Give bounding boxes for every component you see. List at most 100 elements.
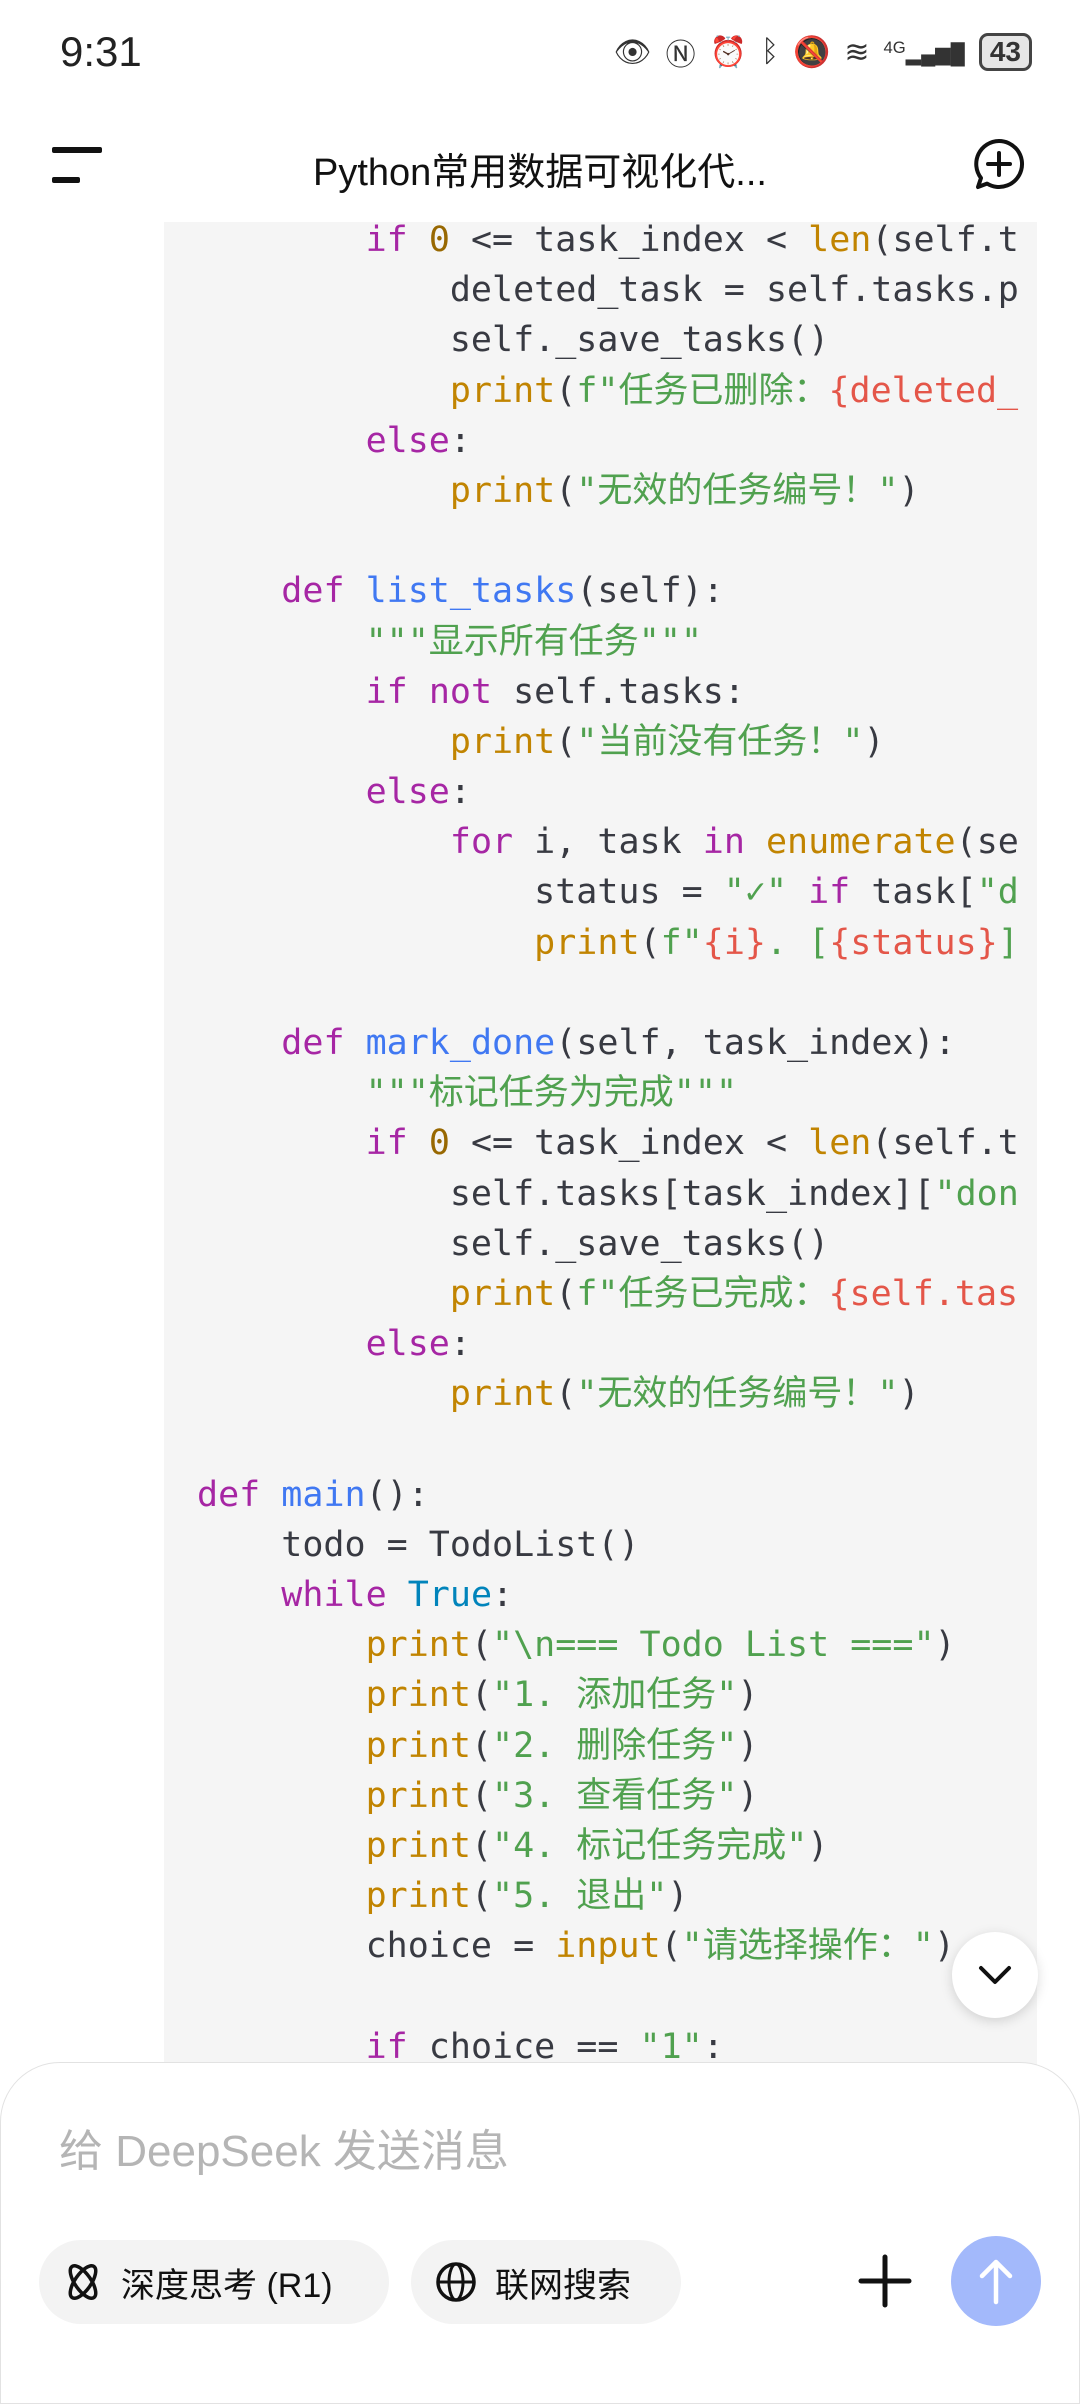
code-line: if 0 <= task_index < len(self.t — [197, 1118, 1019, 1168]
code-token: "3. 查看任务" — [492, 1775, 738, 1816]
code-token: print — [449, 1273, 556, 1314]
code-token — [197, 1625, 366, 1665]
menu-icon-bar — [52, 177, 80, 183]
code-line: print("3. 查看任务") — [197, 1771, 1019, 1821]
code-token: """显示所有任务""" — [365, 621, 703, 662]
code-token: ( — [470, 1725, 493, 1766]
code-token: "无效的任务编号！" — [576, 470, 899, 511]
code-token: def — [281, 1023, 345, 1063]
code-token — [197, 1826, 366, 1866]
code-token — [408, 1123, 429, 1163]
code-line: self._save_tasks() — [197, 1219, 1019, 1269]
code-token: list_tasks — [365, 571, 577, 612]
code-token: print — [449, 721, 556, 762]
code-token: ) — [737, 1775, 759, 1816]
code-token: : — [449, 1324, 471, 1365]
code-line: self.tasks[task_index]["don — [197, 1169, 1019, 1219]
code-token: (): — [365, 1474, 429, 1515]
code-line: if 0 <= task_index < len(self.t — [197, 215, 1019, 265]
code-token — [197, 1324, 366, 1364]
code-token: main — [281, 1474, 366, 1515]
code-token: (self.t — [871, 220, 1019, 260]
code-token: input — [555, 1926, 661, 1967]
code-token — [197, 822, 450, 862]
code-line: print(f"任务已完成：{self.tas — [197, 1269, 1019, 1319]
code-token — [408, 220, 429, 260]
code-token: : — [449, 420, 471, 461]
code-token — [345, 1023, 366, 1063]
code-token: enumerate — [765, 822, 956, 863]
code-token: ( — [555, 1273, 577, 1314]
code-token: (se — [955, 822, 1019, 863]
code-token: status = — [197, 872, 724, 913]
code-line: print("无效的任务编号！") — [197, 466, 1019, 516]
code-token — [197, 722, 450, 762]
code-token: print — [449, 470, 556, 511]
code-line: print("无效的任务编号！") — [197, 1369, 1019, 1419]
code-line: else: — [197, 767, 1019, 817]
alarm-icon: ⏰ — [709, 35, 747, 69]
attach-button[interactable] — [857, 2253, 913, 2309]
code-token: {i} — [702, 922, 766, 963]
code-token: self._save_tasks() — [197, 1223, 830, 1264]
code-token — [197, 220, 366, 260]
code-token: True — [407, 1575, 493, 1616]
code-token — [197, 1073, 366, 1113]
code-token — [197, 1274, 450, 1314]
code-token: 0 — [428, 1123, 450, 1164]
new-chat-button[interactable] — [972, 137, 1026, 191]
code-token: if — [365, 220, 408, 260]
code-token: else — [365, 1324, 450, 1365]
send-button[interactable] — [951, 2236, 1041, 2326]
code-line — [197, 1420, 1019, 1470]
code-token — [197, 772, 366, 812]
code-token: self._save_tasks() — [197, 320, 830, 361]
code-token: def — [281, 571, 345, 612]
code-token: "请选择操作：" — [681, 1926, 934, 1967]
code-token: <= task_index < — [449, 220, 809, 260]
code-token: self.tasks[task_index][ — [197, 1173, 935, 1214]
code-token: ) — [863, 721, 885, 762]
menu-button[interactable] — [52, 147, 102, 183]
code-token — [345, 571, 366, 611]
menu-icon — [52, 147, 102, 153]
code-line: print(f"任务已删除：{deleted_ — [197, 366, 1019, 416]
code-token: ) — [934, 1625, 956, 1666]
code-token: ( — [660, 1926, 682, 1967]
code-token: : — [702, 2026, 724, 2067]
message-input[interactable]: 给 DeepSeek 发送消息 — [59, 2127, 509, 2176]
code-token: 0 — [428, 220, 450, 260]
status-time: 9:31 — [60, 28, 142, 75]
code-line: if choice == "1": — [197, 2022, 1019, 2072]
code-token — [197, 371, 450, 411]
code-line: """标记任务为完成""" — [197, 1068, 1019, 1118]
code-line: def main(): — [197, 1470, 1019, 1520]
wifi-icon: ≋ — [844, 35, 870, 69]
code-token: choice = — [197, 1926, 556, 1967]
code-token — [260, 1475, 281, 1515]
code-token: ) — [898, 470, 920, 511]
code-token — [197, 622, 366, 662]
code-token: "1. 添加任务" — [492, 1675, 738, 1716]
code-token: """标记任务为完成""" — [365, 1073, 738, 1114]
composer: 给 DeepSeek 发送消息 深度思考 (R1) 联网搜索 — [0, 2062, 1080, 2404]
code-token: ) — [667, 1876, 689, 1917]
scroll-to-bottom-button[interactable] — [952, 1932, 1038, 2018]
code-line: """显示所有任务""" — [197, 617, 1019, 667]
code-line: choice = input("请选择操作：") — [197, 1921, 1019, 1971]
code-token: ) — [898, 1374, 920, 1415]
code-token: if — [365, 1123, 408, 1164]
web-search-button[interactable]: 联网搜索 — [411, 2240, 681, 2324]
code-token: "无效的任务编号！" — [576, 1374, 899, 1415]
code-line: print("\n=== Todo List ===") — [197, 1620, 1019, 1670]
code-token: ) — [737, 1675, 759, 1716]
code-line: print("2. 删除任务") — [197, 1721, 1019, 1771]
deep-think-button[interactable]: 深度思考 (R1) — [39, 2240, 389, 2324]
code-token — [197, 1876, 366, 1916]
code-token: ( — [470, 1876, 493, 1917]
code-token: self.tasks: — [492, 671, 745, 712]
code-token — [197, 1575, 281, 1615]
code-token: if — [365, 671, 408, 712]
header: Python常用数据可视化代... — [0, 105, 1080, 222]
code-token: (self.t — [871, 1123, 1019, 1164]
